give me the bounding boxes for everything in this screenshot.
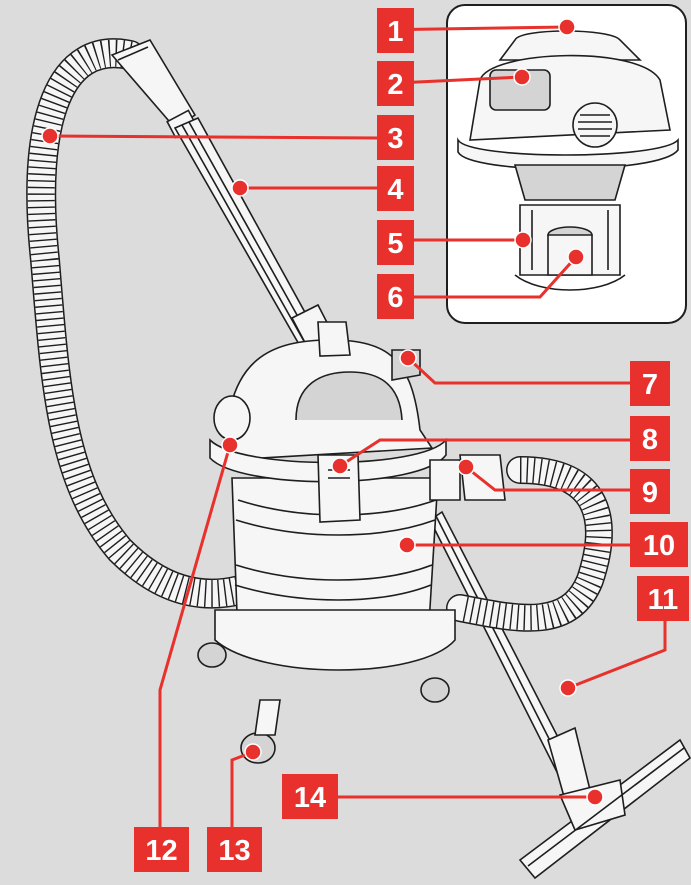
callout-number: 11	[648, 584, 679, 616]
lid-rim	[210, 396, 446, 482]
callout-number: 13	[218, 835, 250, 867]
callout-8: 8	[630, 416, 670, 461]
dot-2	[513, 68, 531, 86]
dot-13	[244, 743, 262, 761]
callout-number: 7	[642, 369, 658, 401]
callout-badges: 1 2 3 4 5 6 7 8	[134, 8, 689, 872]
callout-dots	[41, 18, 604, 806]
caster-base	[198, 610, 455, 763]
dot-10	[398, 536, 416, 554]
leader-11	[567, 620, 667, 690]
callout-3: 3	[377, 115, 414, 160]
callout-number: 2	[387, 69, 403, 101]
lower-extension-tube	[430, 512, 590, 800]
extension-tube	[175, 118, 336, 352]
floor-nozzle	[520, 740, 690, 878]
callout-number: 6	[387, 282, 403, 314]
leader-12	[158, 444, 232, 828]
callout-number: 5	[387, 228, 403, 260]
callout-number: 9	[642, 477, 658, 509]
dot-14	[586, 788, 604, 806]
right-hose	[460, 470, 599, 618]
callout-number: 1	[387, 16, 403, 48]
callout-4: 4	[377, 166, 414, 211]
leader-7	[406, 356, 630, 385]
callout-9: 9	[630, 469, 670, 514]
callout-6: 6	[377, 274, 414, 319]
callout-number: 8	[642, 424, 658, 456]
inset-lid	[458, 31, 678, 200]
flexible-hose	[41, 53, 240, 593]
leader-3	[49, 134, 378, 140]
callout-1: 1	[377, 8, 414, 53]
callout-13: 13	[207, 827, 262, 872]
hose-handle	[112, 40, 197, 138]
leader-6	[377, 255, 578, 299]
callout-number: 12	[145, 835, 177, 867]
dot-7	[399, 349, 417, 367]
dot-5	[514, 231, 532, 249]
callout-number: 4	[387, 174, 403, 206]
callout-number: 14	[294, 782, 326, 814]
lid-motor-head	[226, 322, 432, 460]
callout-2: 2	[377, 61, 414, 106]
dot-3	[41, 127, 59, 145]
callout-7: 7	[630, 361, 670, 406]
callout-10: 10	[630, 522, 688, 567]
dot-11	[559, 679, 577, 697]
callout-11: 11	[637, 576, 689, 621]
callout-5: 5	[377, 220, 414, 265]
dot-1	[558, 18, 576, 36]
leader-8	[339, 438, 630, 468]
callout-14: 14	[282, 774, 338, 819]
dot-12	[221, 436, 239, 454]
vacuum-illustration	[41, 5, 690, 878]
dot-4	[231, 179, 249, 197]
callout-number: 3	[387, 123, 403, 155]
callout-12: 12	[134, 827, 189, 872]
dot-9	[457, 458, 475, 476]
dot-8	[331, 457, 349, 475]
dot-6	[567, 248, 585, 266]
callout-number: 10	[643, 530, 675, 562]
inset-panel	[447, 5, 686, 323]
leader-9	[465, 465, 630, 492]
leader-13	[230, 750, 254, 828]
